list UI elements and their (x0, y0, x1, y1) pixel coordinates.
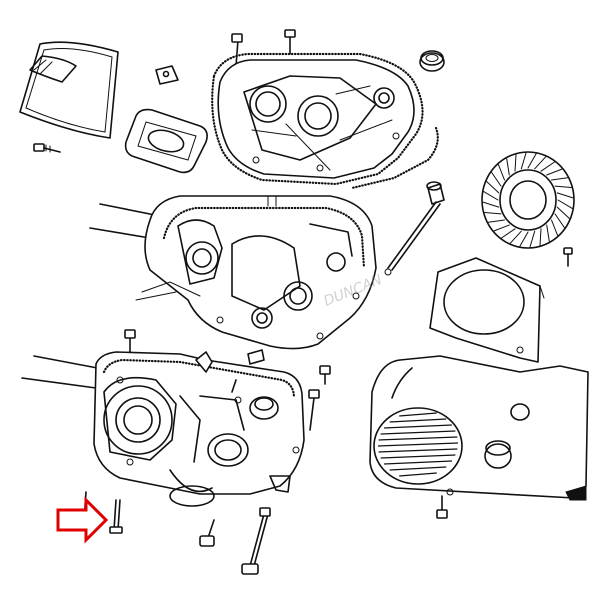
fan-blade (551, 177, 569, 181)
right-arrow-icon (56, 496, 109, 544)
fan-blade (497, 164, 505, 181)
fan-blade (520, 152, 527, 170)
fan-blade (556, 206, 570, 219)
fan-blade (527, 153, 537, 169)
small-clip (155, 65, 179, 85)
grille-bar (378, 436, 458, 441)
sealing-plug (419, 50, 445, 72)
grille-bar (380, 430, 456, 435)
fan-blade (534, 156, 547, 170)
fan-blade (554, 213, 565, 229)
fan-bolt (563, 247, 573, 267)
fan-blade (540, 161, 555, 172)
flywheel-cover (369, 355, 589, 519)
fan-blade (557, 199, 573, 209)
fan-blade (546, 168, 563, 176)
grille-bar (380, 454, 456, 459)
fan-blade (506, 158, 510, 176)
fan-blade (551, 219, 559, 236)
fan-blade (486, 181, 500, 194)
bottom-bolts (83, 491, 271, 575)
cover-gasket-strip (350, 126, 439, 190)
square-cover-plate (124, 108, 208, 174)
side-bolt (308, 389, 320, 431)
fan-blade (554, 185, 572, 188)
fan-blade (491, 171, 502, 187)
grille-bar (378, 448, 458, 453)
cover-screw (33, 143, 61, 153)
fan-blade (509, 230, 522, 244)
grille-bar (384, 424, 452, 429)
fan-blade (483, 191, 499, 201)
grille-bar (389, 466, 447, 471)
fan-blade (529, 230, 536, 248)
fan-blade (493, 224, 510, 232)
fan-blade (487, 219, 505, 223)
fan-housing-plate (429, 257, 545, 363)
dipstick (384, 181, 445, 276)
fan-blade (556, 192, 574, 199)
grille-bar (384, 460, 452, 465)
fan-blade (482, 201, 500, 208)
inspection-cover (19, 41, 119, 139)
grille-bar (389, 418, 447, 423)
grille-bar (377, 442, 459, 447)
fan-blade (514, 154, 517, 172)
fan-blade (501, 228, 516, 239)
crankcase-bottom-half (21, 329, 305, 507)
grille-bar (399, 472, 437, 477)
fan-blade (484, 212, 502, 215)
crankcase-cover-top (211, 29, 424, 186)
cooling-fan (481, 151, 575, 249)
grille-bar (399, 412, 437, 417)
fan-blade (546, 224, 550, 242)
crankcase-middle-half (89, 195, 377, 350)
fan-blade (539, 228, 542, 246)
middle-small-bolts (247, 349, 331, 385)
fan-blade (519, 231, 529, 247)
